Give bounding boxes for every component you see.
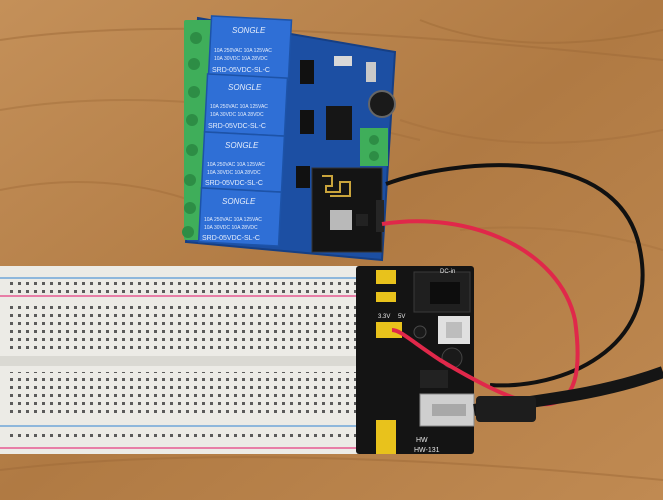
relay-model: SRD-05VDC-SL-C: [202, 235, 260, 242]
relay-2: SONGLE 10A 250VAC 10A 125VAC 10A 30VDC 1…: [203, 73, 289, 137]
dc-in-label: DC-in: [440, 269, 455, 275]
black-wire: [385, 163, 645, 388]
model-label-2: HW-131: [414, 447, 440, 454]
power-switch: [438, 316, 470, 344]
relay-model: SRD-05VDC-SL-C: [212, 67, 270, 74]
voltage-3v3-label: 3.3V: [378, 314, 390, 320]
relay-model: SRD-05VDC-SL-C: [205, 180, 263, 187]
relay-brand: SONGLE: [225, 141, 259, 150]
relay-rating-1: 10A 250VAC 10A 125VAC: [204, 217, 262, 223]
breadboard: [0, 266, 392, 454]
relay-rating-1: 10A 250VAC 10A 125VAC: [207, 162, 265, 168]
relay-rating-2: 10A 30VDC 10A 28VDC: [210, 112, 264, 118]
dc-jack: [413, 271, 471, 313]
relay-3: SONGLE 10A 250VAC 10A 125VAC 10A 30VDC 1…: [200, 131, 286, 193]
board-components: [296, 56, 396, 188]
relay-model: SRD-05VDC-SL-C: [208, 123, 266, 130]
relay-4: SONGLE 10A 250VAC 10A 125VAC 10A 30VDC 1…: [197, 187, 283, 247]
relay-brand: SONGLE: [228, 83, 262, 92]
relay-rating-1: 10A 250VAC 10A 125VAC: [214, 48, 272, 54]
wifi-module: [311, 167, 384, 253]
power-module: DC-in 3.3V 5V HW HW-131: [356, 266, 475, 454]
relay-rating-2: 10A 30VDC 10A 28VDC: [214, 56, 268, 62]
relay-1: SONGLE 10A 250VAC 10A 125VAC 10A 30VDC 1…: [207, 15, 293, 81]
relay-rating-1: 10A 250VAC 10A 125VAC: [210, 104, 268, 110]
wires: [381, 163, 663, 422]
red-wire: [381, 219, 580, 407]
voltage-5v-label: 5V: [398, 314, 405, 320]
relay-rating-2: 10A 30VDC 10A 28VDC: [207, 170, 261, 176]
usb-port: [419, 393, 475, 427]
model-label-1: HW: [416, 437, 428, 444]
relay-brand: SONGLE: [232, 26, 266, 35]
relay-board: SONGLE 10A 250VAC 10A 125VAC 10A 30VDC 1…: [182, 15, 397, 262]
relay-rating-2: 10A 30VDC 10A 28VDC: [204, 225, 258, 231]
relay-brand: SONGLE: [222, 197, 256, 206]
